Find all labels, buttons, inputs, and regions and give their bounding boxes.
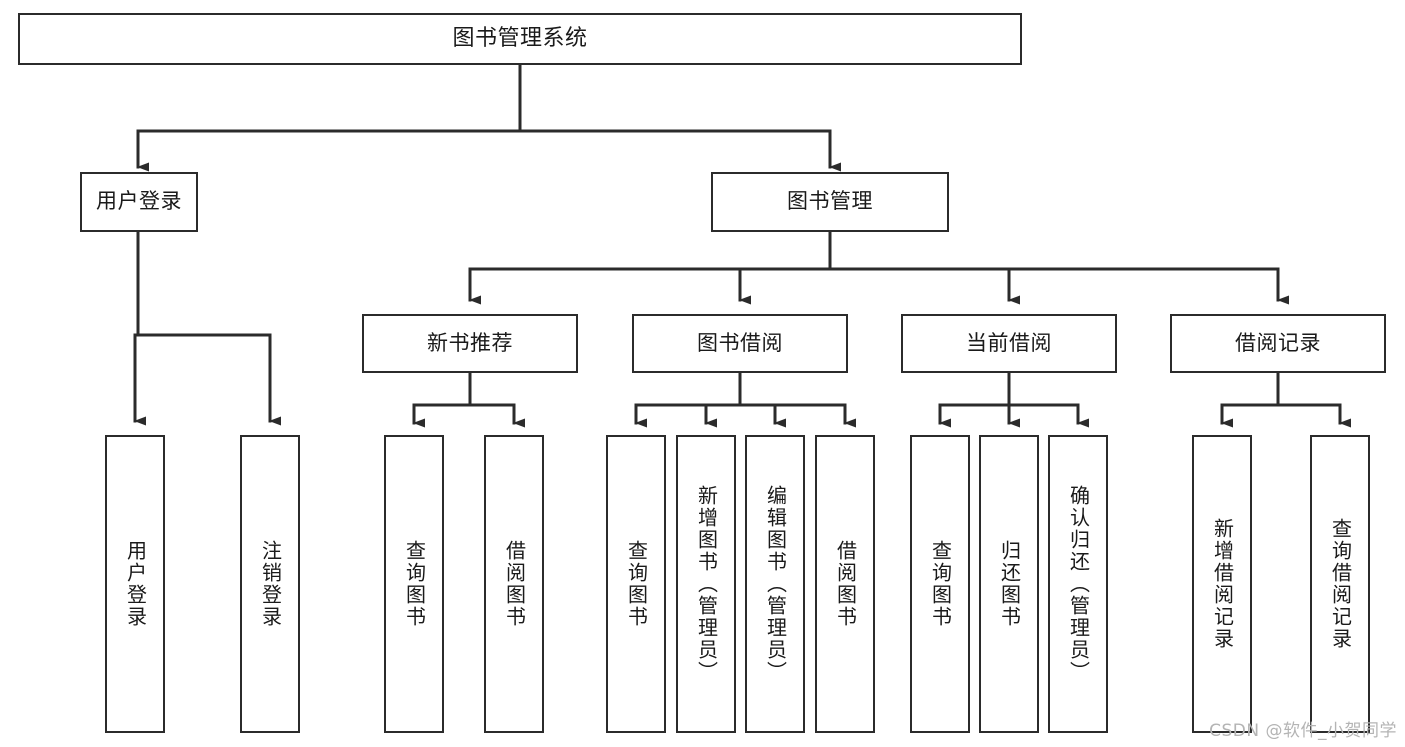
node-borrow-record[interactable]: 借阅记录	[1170, 314, 1386, 373]
node-leaf-query-record-label: 查询借阅记录	[1328, 518, 1353, 650]
node-leaf-logout-login-label: 注销登录	[258, 540, 283, 628]
node-leaf-query-record[interactable]: 查询借阅记录	[1310, 435, 1370, 733]
node-leaf-borrow-book-2[interactable]: 借阅图书	[815, 435, 875, 733]
node-book-manage-label: 图书管理	[787, 189, 873, 214]
node-leaf-borrow-book-1-label: 借阅图书	[502, 540, 527, 628]
node-current-borrow-label: 当前借阅	[966, 330, 1052, 355]
node-new-book-recommend[interactable]: 新书推荐	[362, 314, 578, 373]
node-current-borrow[interactable]: 当前借阅	[901, 314, 1117, 373]
node-leaf-query-book-3[interactable]: 查询图书	[910, 435, 970, 733]
node-new-book-recommend-label: 新书推荐	[427, 330, 513, 355]
node-leaf-user-login-label: 用户登录	[123, 540, 148, 628]
node-root[interactable]: 图书管理系统	[18, 13, 1022, 65]
node-leaf-borrow-book-1[interactable]: 借阅图书	[484, 435, 544, 733]
node-leaf-confirm-return[interactable]: 确认归还（管理员）	[1048, 435, 1108, 733]
node-leaf-query-book-1[interactable]: 查询图书	[384, 435, 444, 733]
node-user-login-label: 用户登录	[96, 189, 182, 214]
node-book-borrow[interactable]: 图书借阅	[632, 314, 848, 373]
node-leaf-return-book-label: 归还图书	[997, 540, 1022, 628]
node-leaf-query-book-2-label: 查询图书	[624, 540, 649, 628]
node-leaf-add-record-label: 新增借阅记录	[1210, 518, 1235, 650]
node-leaf-user-login[interactable]: 用户登录	[105, 435, 165, 733]
node-leaf-query-book-2[interactable]: 查询图书	[606, 435, 666, 733]
node-borrow-record-label: 借阅记录	[1235, 330, 1321, 355]
node-leaf-logout-login[interactable]: 注销登录	[240, 435, 300, 733]
node-leaf-borrow-book-2-label: 借阅图书	[833, 540, 858, 628]
node-leaf-confirm-return-label: 确认归还（管理员）	[1066, 485, 1091, 683]
node-book-manage[interactable]: 图书管理	[711, 172, 949, 232]
node-leaf-add-record[interactable]: 新增借阅记录	[1192, 435, 1252, 733]
node-user-login[interactable]: 用户登录	[80, 172, 198, 232]
node-leaf-edit-book-label: 编辑图书（管理员）	[763, 485, 788, 683]
node-leaf-query-book-1-label: 查询图书	[402, 540, 427, 628]
node-leaf-add-book[interactable]: 新增图书（管理员）	[676, 435, 736, 733]
node-root-label: 图书管理系统	[452, 25, 588, 51]
node-leaf-add-book-label: 新增图书（管理员）	[694, 485, 719, 683]
node-leaf-query-book-3-label: 查询图书	[928, 540, 953, 628]
node-leaf-return-book[interactable]: 归还图书	[979, 435, 1039, 733]
node-leaf-edit-book[interactable]: 编辑图书（管理员）	[745, 435, 805, 733]
node-book-borrow-label: 图书借阅	[697, 330, 783, 355]
